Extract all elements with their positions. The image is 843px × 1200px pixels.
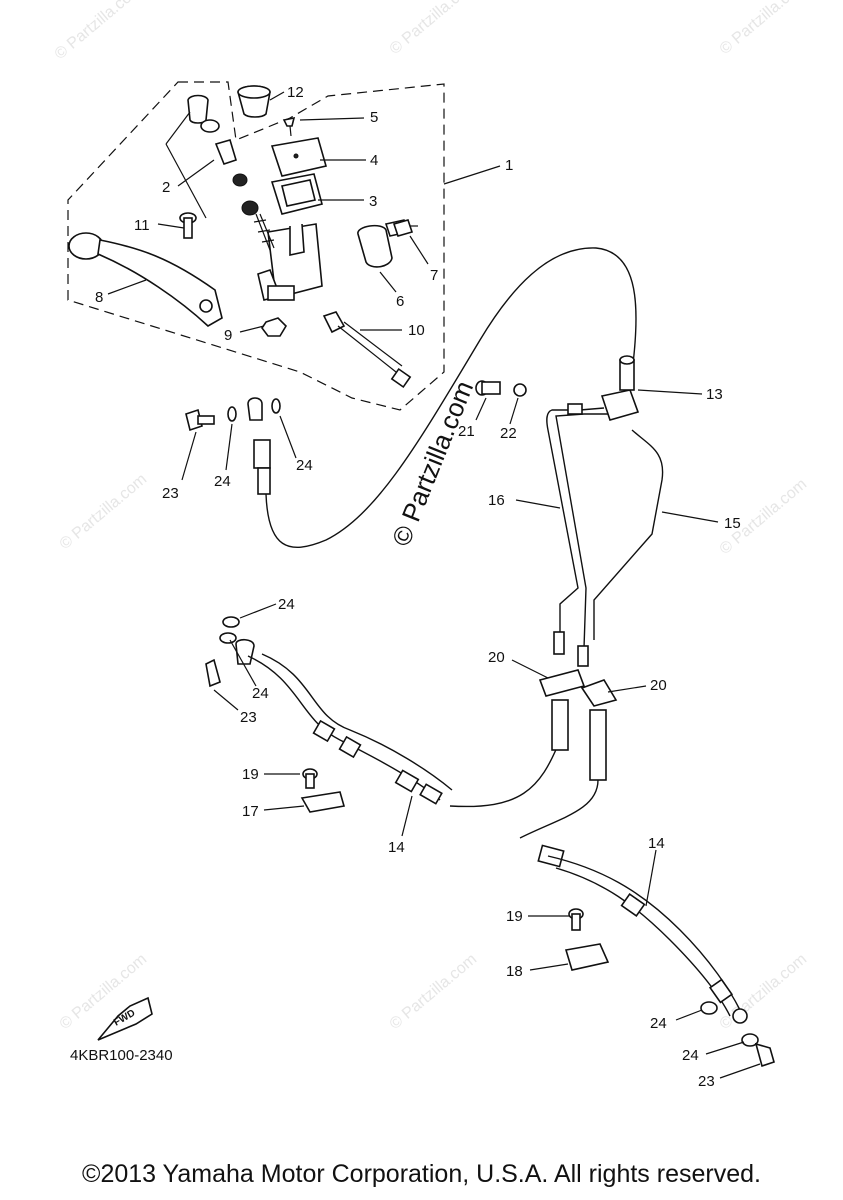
hose-holder-18	[564, 908, 610, 971]
callout-23: 23	[162, 485, 179, 502]
piston-kit	[165, 94, 275, 251]
pivot-nut	[261, 317, 288, 337]
forward-direction-arrow: FWD	[97, 996, 153, 1041]
watermark: © Partzilla.com	[52, 0, 146, 63]
leader-lines	[107, 91, 761, 1079]
callout-1: 1	[505, 157, 513, 174]
callout-10: 10	[408, 322, 425, 339]
callout-19: 19	[242, 766, 259, 783]
callout-24: 24	[214, 473, 231, 490]
pivot-bolt	[179, 212, 197, 239]
callout-19: 19	[506, 908, 523, 925]
joint-bolt	[475, 380, 527, 397]
callout-13: 13	[706, 386, 723, 403]
callout-18: 18	[506, 963, 523, 980]
clamp-bolt	[392, 219, 418, 237]
upper-brake-hose	[247, 247, 637, 548]
diagram-code: 4KBR100-2340	[70, 1047, 173, 1064]
callout-14: 14	[388, 839, 405, 856]
copyright-notice: ©2013 Yamaha Motor Corporation, U.S.A. A…	[82, 1160, 761, 1188]
callout-12: 12	[287, 84, 304, 101]
callout-5: 5	[370, 109, 378, 126]
callout-3: 3	[369, 193, 377, 210]
callout-20: 20	[488, 649, 505, 666]
callout-20: 20	[650, 677, 667, 694]
callout-14: 14	[648, 835, 665, 852]
callout-7: 7	[430, 267, 438, 284]
callout-21: 21	[458, 423, 475, 440]
callout-15: 15	[724, 515, 741, 532]
pipe-clamps	[538, 669, 618, 707]
callout-8: 8	[95, 289, 103, 306]
master-cylinder-body	[257, 223, 323, 301]
watermark: © Partzilla.com	[387, 951, 481, 1033]
reservoir-cap	[270, 137, 328, 177]
callout-24: 24	[278, 596, 295, 613]
lower-brake-hose-left	[205, 616, 569, 808]
callout-17: 17	[242, 803, 259, 820]
callout-11: 11	[134, 217, 150, 234]
callout-23: 23	[698, 1073, 715, 1090]
callout-24: 24	[682, 1047, 699, 1064]
cap-screw	[282, 116, 296, 137]
brake-lever	[68, 232, 223, 327]
callout-4: 4	[370, 152, 378, 169]
master-cylinder-assembly-boundary	[67, 81, 445, 411]
watermark: © Partzilla.com	[57, 471, 151, 553]
callout-24: 24	[650, 1015, 667, 1032]
partzilla-watermark: © Partzilla.com	[386, 377, 479, 551]
callout-2: 2	[162, 179, 170, 196]
callout-22: 22	[500, 425, 517, 442]
callout-16: 16	[488, 492, 505, 509]
hose-holder-17	[300, 768, 346, 813]
boot	[237, 85, 271, 118]
callout-24: 24	[252, 685, 269, 702]
banjo-bolt-upper	[185, 398, 281, 432]
three-way-joint	[600, 355, 640, 421]
watermark-layer: © Partzilla.com © Partzilla.com © Partzi…	[52, 0, 811, 1033]
watermark: © Partzilla.com	[717, 0, 811, 58]
callout-24: 24	[296, 457, 313, 474]
brake-light-switch	[322, 311, 412, 389]
callout-labels: 12 5 4 1 2 3 11 7 6 8 9 10 13 21 22 23 2…	[95, 84, 741, 1090]
lower-brake-hose-right	[519, 709, 775, 1068]
callout-23: 23	[240, 709, 257, 726]
callout-9: 9	[224, 327, 232, 344]
watermark: © Partzilla.com	[387, 0, 481, 58]
reservoir-diaphragm	[270, 173, 323, 215]
brake-pipes	[546, 403, 664, 667]
callout-6: 6	[396, 293, 404, 310]
